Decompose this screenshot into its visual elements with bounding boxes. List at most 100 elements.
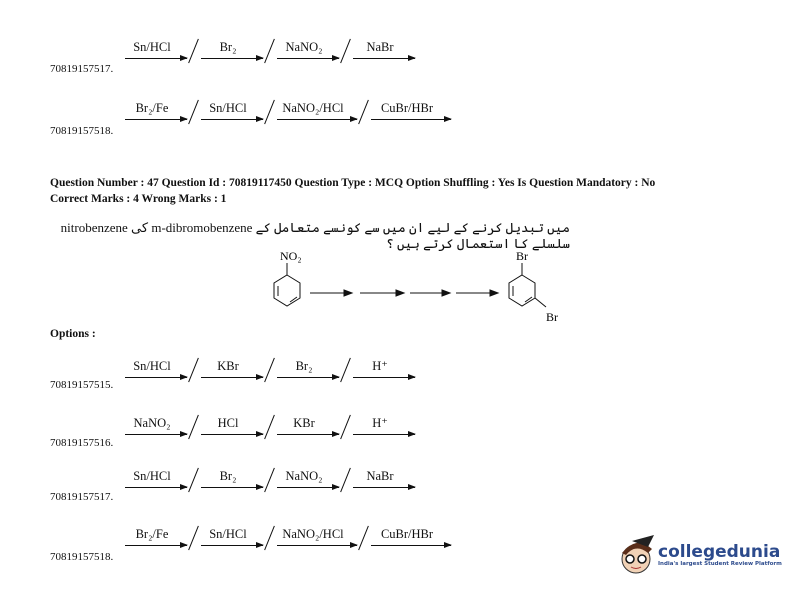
reaction-scheme: Sn/HCl Br₂ NaNO₂ NaBr (125, 34, 416, 64)
slash-separator (263, 95, 277, 125)
reagent-label: NaBr (366, 40, 394, 54)
question-text: nitrobenzene کی m-dibromobenzene میں تبد… (60, 220, 570, 251)
collegedunia-logo: collegedunia India's largest Student Rev… (618, 533, 782, 577)
arrow-icon (353, 431, 416, 437)
arrow-icon (125, 431, 188, 437)
slash-separator (263, 463, 277, 493)
reagent-label: NaNO₂/HCl (282, 101, 344, 115)
benzene-ring-end (508, 274, 536, 307)
reaction-step: Sn/HCl (201, 521, 264, 551)
slash-separator (339, 353, 353, 383)
question-header: Question Number : 47 Question Id : 70819… (50, 177, 656, 189)
reaction-step: NaBr (353, 34, 416, 64)
logo-tagline: India's largest Student Review Platform (658, 561, 782, 567)
reaction-step: HCl (201, 410, 264, 440)
reagent-label: NaNO₂/HCl (282, 527, 344, 541)
slash-separator (357, 95, 371, 125)
reagent-label: Br₂ (219, 469, 237, 483)
arrow-icon (277, 542, 358, 548)
slash-separator (187, 95, 201, 125)
reaction-step: Br₂ (201, 34, 264, 64)
bromo-meta-label: Br (546, 310, 558, 324)
reaction-step: Sn/HCl (201, 95, 264, 125)
reaction-step: NaNO₂ (277, 34, 340, 64)
reagent-label: Sn/HCl (209, 101, 247, 115)
arrow-icon (125, 374, 188, 380)
reagent-label: HCl (217, 416, 239, 430)
option-id: 70819157516. (50, 437, 114, 449)
arrow-icon (277, 116, 358, 122)
slash-separator (263, 353, 277, 383)
reaction-step: H⁺ (353, 353, 416, 383)
arrow-icon (371, 542, 452, 548)
option-id: 70819157517. (50, 63, 114, 75)
arrow-icon (201, 374, 264, 380)
reaction-step: NaNO₂ (277, 463, 340, 493)
arrow-icon (353, 55, 416, 61)
arrow-icon (201, 431, 264, 437)
reagent-label: KBr (293, 416, 315, 430)
reagent-label: Sn/HCl (133, 359, 171, 373)
reaction-step: KBr (277, 410, 340, 440)
slash-separator (187, 34, 201, 64)
reaction-step: NaNO₂/HCl (277, 95, 358, 125)
reagent-label: NaBr (366, 469, 394, 483)
logo-name: collegedunia (658, 542, 781, 562)
slash-separator (187, 410, 201, 440)
arrow-icon (277, 431, 340, 437)
option-scheme[interactable]: NaNO₂ HCl KBr H⁺ (125, 410, 416, 440)
slash-separator (339, 463, 353, 493)
arrow-icon (201, 542, 264, 548)
arrow-icon (353, 374, 416, 380)
bromo-top-label: Br (516, 249, 528, 263)
reaction-step: CuBr/HBr (371, 95, 452, 125)
nitro-group-label: NO₂ (280, 249, 302, 263)
reagent-label: KBr (217, 359, 239, 373)
option-scheme[interactable]: Sn/HCl KBr Br₂ H⁺ (125, 353, 416, 383)
slash-separator (339, 410, 353, 440)
reagent-label: Br₂ (295, 359, 313, 373)
option-id: 70819157518. (50, 125, 114, 137)
slash-separator (187, 463, 201, 493)
option-scheme[interactable]: Sn/HCl Br₂ NaNO₂ NaBr (125, 463, 416, 493)
reagent-label: Sn/HCl (133, 40, 171, 54)
reagent-label: Sn/HCl (209, 527, 247, 541)
reagent-label: NaNO₂ (285, 40, 323, 54)
reaction-step: H⁺ (353, 410, 416, 440)
question-marks: Correct Marks : 4 Wrong Marks : 1 (50, 193, 227, 205)
reagent-label: CuBr/HBr (380, 101, 434, 115)
benzene-ring-start (273, 274, 301, 307)
reagent-label: Sn/HCl (133, 469, 171, 483)
reagent-label: H⁺ (372, 359, 388, 373)
arrow-icon (201, 55, 264, 61)
reaction-step: NaNO₂ (125, 410, 188, 440)
reaction-step: Sn/HCl (125, 34, 188, 64)
option-id: 70819157517. (50, 491, 114, 503)
reaction-step: Sn/HCl (125, 353, 188, 383)
reaction-step: NaNO₂/HCl (277, 521, 358, 551)
reaction-step: Br₂/Fe (125, 521, 188, 551)
slash-separator (263, 521, 277, 551)
slash-separator (339, 34, 353, 64)
reagent-label: NaNO₂ (285, 469, 323, 483)
reaction-step: KBr (201, 353, 264, 383)
arrow-icon (277, 374, 340, 380)
slash-separator (263, 34, 277, 64)
reagent-label: Br₂/Fe (135, 527, 169, 541)
arrow-icon (277, 484, 340, 490)
arrow-icon (371, 116, 452, 122)
arrows (310, 289, 500, 297)
mascot-icon (621, 535, 654, 574)
arrow-icon (125, 116, 188, 122)
slash-separator (187, 353, 201, 383)
reaction-step: Br₂ (277, 353, 340, 383)
reaction-figure: NO₂ Br Br (273, 249, 558, 324)
option-id: 70819157515. (50, 379, 114, 391)
reaction-step: NaBr (353, 463, 416, 493)
arrow-icon (201, 484, 264, 490)
reaction-step: Sn/HCl (125, 463, 188, 493)
reagent-label: Br₂ (219, 40, 237, 54)
